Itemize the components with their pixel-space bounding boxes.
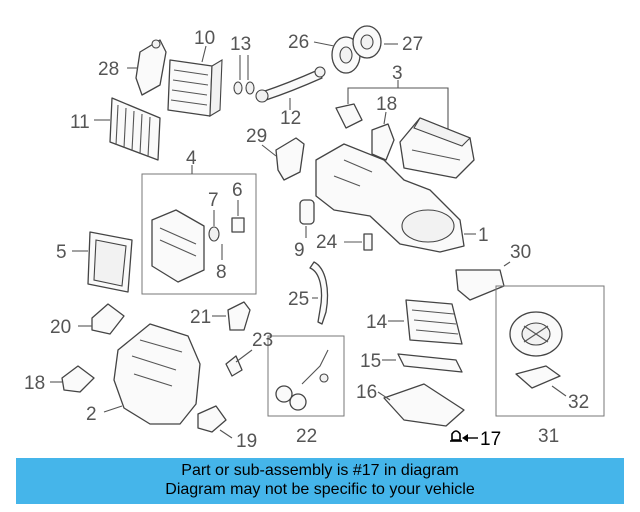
part-3-leader [347, 80, 449, 134]
part-9-sensor [299, 199, 315, 238]
part-28-bracket [127, 39, 167, 96]
part-21-bracket [212, 301, 251, 331]
info-banner: Part or sub-assembly is #17 in diagram D… [16, 458, 624, 504]
callout-2: 2 [86, 404, 97, 425]
part-14-filter [388, 299, 463, 345]
callout-31: 31 [538, 426, 559, 447]
part-24-bolt [344, 233, 373, 251]
part-29-bracket [261, 137, 305, 181]
callout-4: 4 [186, 148, 197, 169]
callout-14: 14 [366, 312, 388, 333]
part-4-group-box [141, 173, 257, 295]
callout-25: 25 [288, 289, 309, 310]
callout-11: 11 [70, 112, 90, 133]
callout-7: 7 [208, 190, 219, 211]
part-31-group-box [495, 285, 605, 417]
callout-9: 9 [294, 240, 305, 261]
part-12-pipe [255, 66, 326, 110]
banner-line-1: Part or sub-assembly is #17 in diagram [181, 462, 459, 479]
callout-18-upper: 18 [376, 94, 397, 115]
part-7-clip [208, 210, 220, 242]
part-23-lever [225, 349, 253, 377]
part-6-clip [231, 200, 245, 233]
part-27-gasket [352, 25, 398, 59]
callout-1: 1 [478, 225, 489, 246]
banner-line-2: Diagram may not be specific to your vehi… [165, 481, 475, 498]
callout-26: 26 [288, 32, 309, 53]
part-18-actuator-upper [371, 111, 395, 161]
callout-12: 12 [280, 108, 301, 129]
callout-10: 10 [194, 28, 215, 49]
part-2-lower-housing [103, 323, 201, 425]
callout-24: 24 [316, 232, 338, 253]
part-3-housing [335, 103, 475, 179]
part-16-tray [377, 383, 465, 427]
callout-5: 5 [56, 242, 67, 263]
callout-20: 20 [50, 317, 71, 338]
part-17-clip [450, 430, 478, 442]
part-5-filter [72, 231, 133, 293]
callout-15: 15 [360, 351, 381, 372]
part-1-hvac-case [315, 143, 476, 253]
callout-29: 29 [246, 126, 267, 147]
callout-19: 19 [236, 431, 257, 452]
part-25-hose [309, 261, 329, 325]
part-22-group-box [267, 335, 345, 417]
part-20-actuator [78, 303, 125, 335]
callout-32: 32 [568, 392, 589, 413]
callout-27: 27 [402, 34, 423, 55]
part-30-duct [455, 261, 511, 301]
callout-16: 16 [356, 382, 377, 403]
part-18-actuator-lower [50, 365, 95, 393]
part-32-resistor [515, 365, 567, 397]
callout-17-highlighted: 17 [480, 429, 501, 450]
parts-diagram: 10 13 26 27 28 3 18 11 12 29 4 7 6 1 24 … [24, 25, 605, 452]
callout-30: 30 [510, 242, 531, 263]
part-19-motor [197, 405, 233, 439]
callout-6: 6 [232, 180, 243, 201]
part-31-blower-motor [509, 311, 563, 357]
callout-13: 13 [230, 34, 251, 55]
part-22-linkage [275, 349, 329, 411]
part-13-orings [233, 55, 255, 95]
part-4-filter-frame [151, 209, 205, 283]
callout-23: 23 [252, 330, 273, 351]
part-10-filter [167, 45, 223, 117]
callout-18-lower: 18 [24, 373, 45, 394]
part-15-seal [382, 353, 463, 373]
callout-21: 21 [190, 307, 211, 328]
callout-28: 28 [98, 59, 119, 80]
callout-22: 22 [296, 426, 317, 447]
part-26-gasket [313, 36, 361, 74]
callout-3: 3 [392, 63, 403, 84]
part-11-core [94, 97, 161, 161]
callout-8: 8 [216, 262, 227, 283]
